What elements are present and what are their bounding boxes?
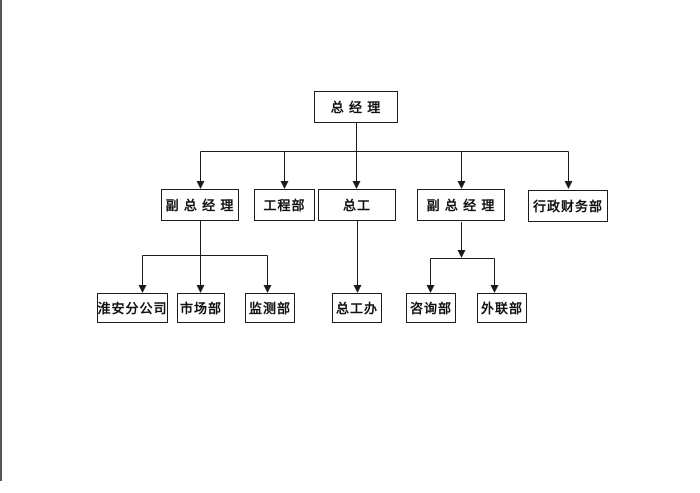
node-huaian-branch: 淮安分公司 (97, 293, 168, 323)
node-deputy-general-manager-left: 副 总 经 理 (161, 189, 239, 221)
node-deputy-general-manager-right: 副 总 经 理 (417, 189, 505, 221)
node-consulting-dept: 咨询部 (406, 293, 456, 323)
node-admin-finance-dept: 行政财务部 (528, 190, 608, 222)
page-left-border (0, 0, 2, 481)
node-engineering-dept: 工程部 (254, 189, 315, 221)
node-chief-engineer-office: 总工办 (332, 293, 382, 323)
node-monitoring-dept: 监测部 (245, 293, 295, 323)
node-chief-engineer: 总工 (318, 189, 396, 221)
node-external-relations-dept: 外联部 (477, 293, 527, 323)
node-marketing-dept: 市场部 (177, 293, 225, 323)
node-general-manager: 总 经 理 (314, 91, 398, 123)
